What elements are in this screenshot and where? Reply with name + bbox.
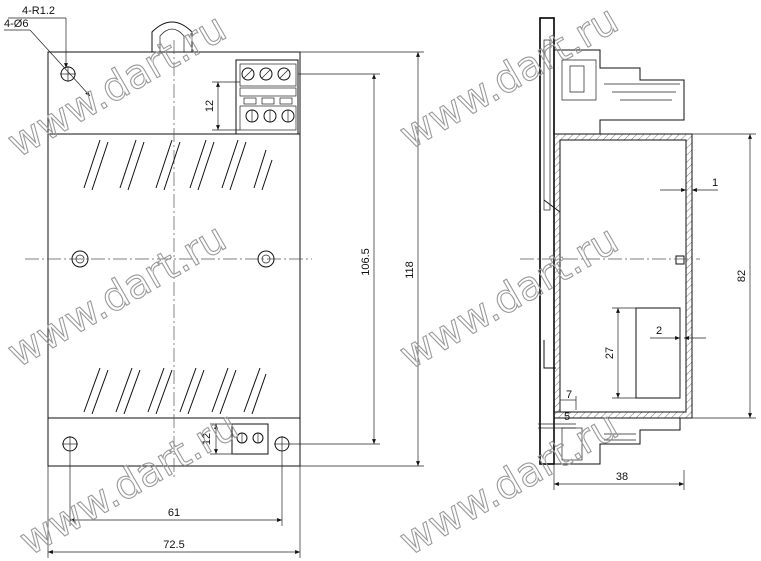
mounting-hole <box>62 436 78 452</box>
dim-text-base-depth: 38 <box>616 471 628 483</box>
side-slot <box>635 307 681 399</box>
dim-flange-b <box>538 423 576 429</box>
dim-top-terminal <box>212 81 240 131</box>
dim-text-top-terminal: 12 <box>204 100 216 112</box>
bottom-terminal-block <box>231 423 269 455</box>
dim-base-depth <box>553 464 685 490</box>
top-terminal-block <box>235 59 299 135</box>
mounting-hole <box>60 66 76 82</box>
dim-text-bottom-terminal: 12 <box>201 433 213 445</box>
watermark-layer: www.dart.ru www.dart.ru www.dart.ru www.… <box>0 0 627 561</box>
dim-flange-a <box>559 396 577 410</box>
side-view <box>520 17 756 490</box>
dim-text-wall: 1 <box>712 177 718 189</box>
dim-body-depth <box>692 133 756 419</box>
center-screw <box>71 250 89 268</box>
mounting-hole <box>274 436 290 452</box>
dim-overall-width <box>47 466 301 558</box>
watermark: www.dart.ru <box>392 217 626 379</box>
side-bottom-terminal <box>553 418 681 465</box>
dim-text-hole-spacing-horizontal: 61 <box>168 507 180 519</box>
front-view <box>4 17 424 558</box>
side-tab <box>675 255 685 265</box>
dim-text-flange-a: 7 <box>566 389 572 401</box>
callout-holes: 4-Ø6 <box>4 18 28 30</box>
dim-text-hole-spacing-vertical: 106.5 <box>360 248 372 276</box>
callout-radius: 4-R1.2 <box>22 5 55 17</box>
dim-text-flange-b: 5 <box>564 411 570 423</box>
dim-text-body-depth: 82 <box>736 270 748 282</box>
watermark: www.dart.ru <box>0 215 234 377</box>
dim-text-slot-height: 27 <box>604 347 616 359</box>
center-screw <box>257 250 275 268</box>
dim-text-slot-width: 2 <box>656 325 662 337</box>
watermark: www.dart.ru <box>0 5 234 167</box>
watermark: www.dart.ru <box>392 403 626 561</box>
side-hook <box>543 340 556 369</box>
dim-hole-spacing-vertical <box>290 73 380 445</box>
side-top-terminal <box>554 49 685 134</box>
watermark: www.dart.ru <box>12 403 246 561</box>
dim-overall-height <box>300 51 424 467</box>
dim-hole-spacing-horizontal <box>69 452 283 526</box>
dim-text-overall-width: 72.5 <box>163 539 184 551</box>
dim-bottom-terminal <box>210 423 234 455</box>
vent-slots-lower <box>83 367 267 415</box>
dim-slot-height <box>612 307 636 399</box>
dim-text-overall-height: 118 <box>404 261 416 279</box>
vent-slots-upper <box>83 139 273 191</box>
din-clip <box>151 21 193 52</box>
